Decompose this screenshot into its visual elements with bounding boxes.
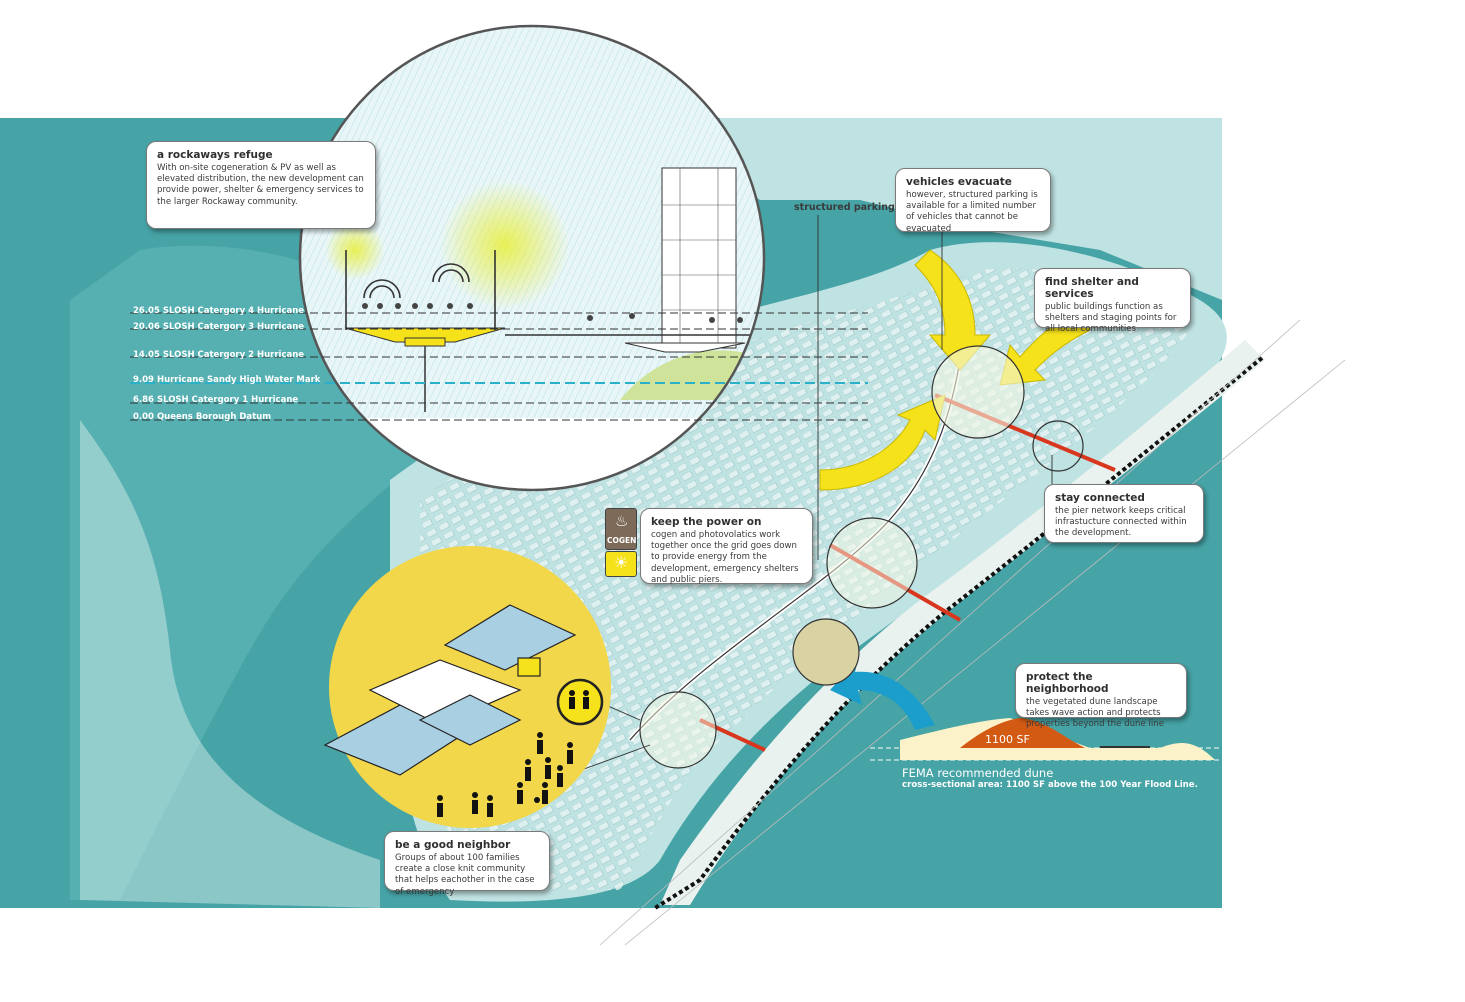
callout-body: the vegetated dune landscape takes wave …: [1026, 697, 1165, 730]
callout-title: a rockaways refuge: [157, 149, 273, 161]
marsh-land: [80, 420, 380, 908]
level-label-5: 6.86 SLOSH Catergory 1 Hurricane: [133, 395, 298, 405]
tower-building: [661, 167, 737, 349]
housing-cluster: [323, 604, 577, 776]
level-value: 14.05: [133, 350, 160, 360]
callout-keep-power-on: keep the power on cogen and photovolatic…: [640, 508, 813, 585]
dune-area-fill: [960, 718, 1085, 748]
callout-title: be a good neighbor: [395, 839, 511, 851]
cogen-label: COGEN: [607, 536, 637, 545]
guideline-2: [624, 359, 1346, 946]
level-name: SLOSH Catergory 4 Hurricane: [162, 306, 305, 316]
callout-good-neighbor: be a good neighbor Groups of about 100 f…: [384, 831, 550, 897]
level-label-6: 0.00 Queens Borough Datum: [133, 412, 271, 422]
callout-vehicles-evacuate: vehicles evacuate however, structured pa…: [895, 168, 1051, 234]
solar-pv-icon: ☀: [605, 551, 637, 577]
callout-find-shelter: find shelter and services public buildin…: [1034, 268, 1191, 334]
detail-circles: [639, 345, 1084, 769]
callout-rockaways-refuge: a rockaways refuge With on-site cogenera…: [146, 141, 376, 229]
section-circle-outline: [298, 24, 766, 492]
flame-icon: ♨: [615, 512, 629, 530]
cogen-icon: ♨ COGEN: [605, 508, 637, 550]
callout-title: stay connected: [1055, 492, 1145, 504]
fema-dune-title: FEMA recommended dune: [902, 766, 1054, 780]
callout-title: vehicles evacuate: [906, 176, 1012, 188]
elevated-deck: [344, 327, 506, 343]
level-label-4: 9.09 Hurricane Sandy High Water Mark: [133, 375, 320, 385]
callout-body: cogen and photovolatics work together on…: [651, 530, 799, 585]
level-name: Queens Borough Datum: [156, 412, 272, 422]
evacuation-arrows: [819, 249, 1091, 491]
level-name: SLOSH Catergory 2 Hurricane: [162, 350, 305, 360]
callout-stay-connected: stay connected the pier network keeps cr…: [1044, 484, 1204, 543]
level-name: Hurricane Sandy High Water Mark: [156, 375, 321, 385]
level-value: 9.09: [133, 375, 154, 385]
level-label-3: 14.05 SLOSH Catergory 2 Hurricane: [133, 350, 304, 360]
dune-strip: [660, 340, 1265, 905]
flood-level-lines: [130, 312, 868, 421]
wave-arrow: [830, 660, 935, 730]
structured-parking-label: structured parking: [794, 202, 895, 213]
callout-body: With on-site cogeneration & PV as well a…: [157, 163, 364, 207]
callout-title: protect the neighborhood: [1026, 671, 1109, 695]
level-value: 0.00: [133, 412, 154, 422]
callout-body: public buildings function as shelters an…: [1045, 302, 1177, 335]
callout-title: find shelter and services: [1045, 276, 1139, 300]
callout-body: Groups of about 100 families create a cl…: [395, 853, 535, 897]
family-icon-circle: [556, 678, 604, 726]
fema-dune-subtitle: cross-sectional area: 1100 SF above the …: [902, 780, 1198, 790]
callout-title: keep the power on: [651, 516, 762, 528]
callout-body: however, structured parking is available…: [906, 190, 1038, 234]
level-value: 26.05: [133, 306, 160, 316]
level-label-2: 20.06 SLOSH Catergory 3 Hurricane: [133, 322, 304, 332]
callout-body: the pier network keeps critical infrastu…: [1055, 506, 1187, 539]
dune-area-label: 1100 SF: [985, 733, 1030, 746]
sun-icon: ☀: [614, 553, 629, 572]
level-name: SLOSH Catergory 1 Hurricane: [156, 395, 299, 405]
level-name: SLOSH Catergory 3 Hurricane: [162, 322, 305, 332]
level-label-1: 26.05 SLOSH Catergory 4 Hurricane: [133, 306, 304, 316]
guideline-1: [599, 319, 1301, 946]
level-value: 20.06: [133, 322, 160, 332]
callout-protect-neighborhood: protect the neighborhood the vegetated d…: [1015, 663, 1187, 729]
people-silhouettes: [437, 690, 589, 817]
level-value: 6.86: [133, 395, 154, 405]
boardwalk-dashed-line: [653, 356, 1264, 910]
